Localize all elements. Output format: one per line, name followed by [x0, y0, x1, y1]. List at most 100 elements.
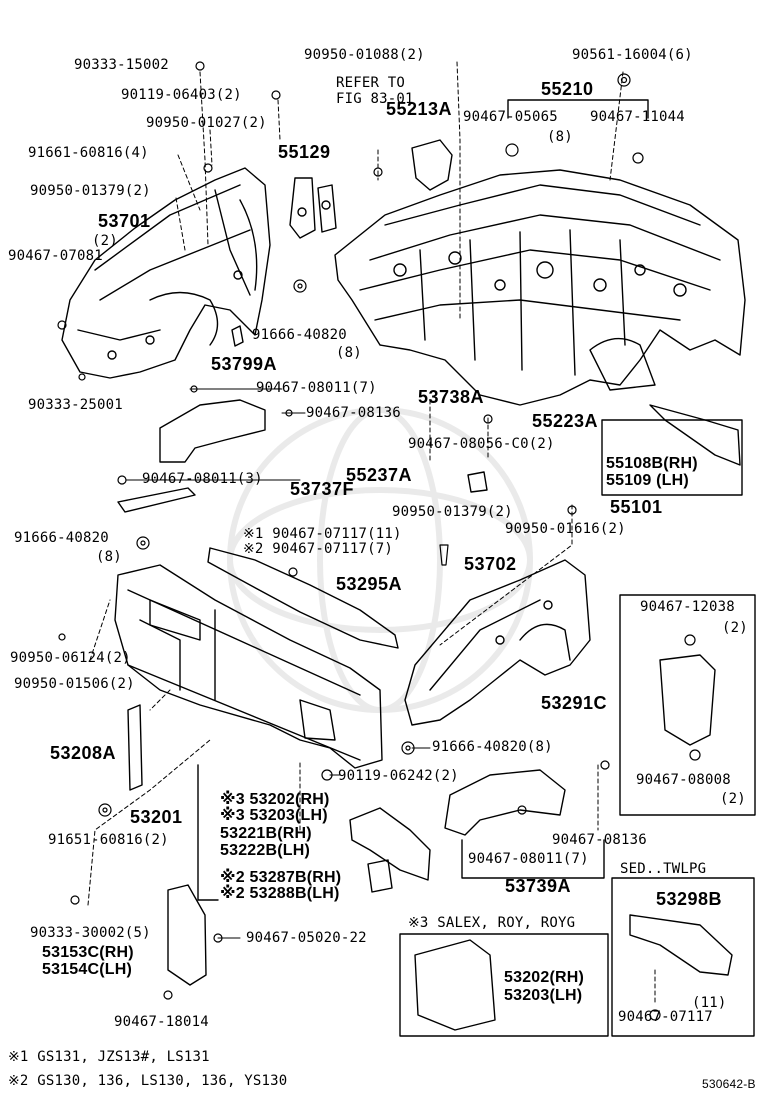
label-90467-07117-a: ※1 90467-07117(11)	[243, 526, 402, 542]
label-90467-07081: 90467-07081	[8, 248, 103, 264]
label-90467-05065: 90467-05065	[463, 109, 558, 125]
label-53738a: 53738A	[418, 387, 485, 407]
label-90467-08011-a: 90467-08011(7)	[256, 380, 377, 396]
label-53701: 53701	[98, 211, 151, 231]
label-53154c: 53154C(LH)	[42, 961, 133, 978]
footnote-2: ※2 GS130, 136, LS130, 136, YS130	[8, 1073, 288, 1089]
footnote-1: ※1 GS131, JZS13#, LS131	[8, 1049, 210, 1065]
part-55237a-bracket	[467, 471, 488, 493]
label-box-53203: 53203(LH)	[504, 987, 583, 1004]
part-53208a-brace	[127, 704, 143, 791]
group-55101-frame	[601, 419, 743, 496]
label-53702: 53702	[464, 554, 517, 574]
label-53739a: 53739A	[505, 876, 572, 896]
part-53739a-shield	[444, 769, 566, 836]
label-55101: 55101	[610, 497, 663, 517]
label-90333-30002: 90333-30002(5)	[30, 925, 151, 941]
part-55213a-cover	[411, 139, 453, 191]
label-55109: 55109 (LH)	[606, 472, 689, 489]
label-55210: 55210	[541, 79, 594, 99]
label-note3: ※3 SALEX, ROY, ROYG	[408, 915, 576, 931]
label-90950-01379-b: 90950-01379(2)	[392, 504, 513, 520]
label-55223a: 55223A	[532, 411, 599, 431]
part-53737f-strip	[117, 487, 196, 513]
group-53739a-bracket	[461, 839, 605, 879]
label-55213a: 55213A	[386, 99, 453, 119]
label-90467-05020: 90467-05020-22	[246, 930, 367, 946]
label-55108b: 55108B(RH)	[606, 455, 698, 472]
label-55129: 55129	[278, 142, 331, 162]
label-fig-83-01: FIG 83-01	[336, 91, 414, 107]
label-90467-08011-b: 90467-08011(3)	[142, 471, 263, 487]
label-90467-07117-c-qty: (11)	[692, 995, 727, 1011]
label-55237a: 55237A	[346, 465, 413, 485]
label-53221b: 53221B(RH)	[220, 825, 312, 842]
label-box-53202: 53202(RH)	[504, 969, 585, 986]
label-91666-40820-b: 91666-40820	[14, 530, 109, 546]
part-53201-radiator-support	[114, 564, 383, 769]
label-90119-06403: 90119-06403(2)	[121, 87, 242, 103]
frame-inset-salex	[399, 933, 609, 1037]
part-53738a-duct	[159, 399, 266, 463]
label-90467-08136-a: 90467-08136	[306, 405, 401, 421]
fasteners	[57, 61, 701, 1021]
part-53202-box-panel	[414, 939, 496, 1031]
label-90467-07117-b: ※2 90467-07117(7)	[243, 541, 393, 557]
label-53701-qty: (2)	[92, 233, 118, 249]
leader-lines	[87, 61, 656, 1006]
label-91666-40820-a-qty: (8)	[336, 345, 362, 361]
label-91666-40820-a: 91666-40820	[252, 327, 347, 343]
diagram-code: 530642-B	[702, 1077, 756, 1091]
label-53799a: 53799A	[211, 354, 278, 374]
label-53203-lh: ※3 53203(LH)	[220, 807, 328, 824]
label-90950-01616: 90950-01616(2)	[505, 521, 626, 537]
label-sed-twlpg: SED..TWLPG	[620, 861, 707, 877]
part-53221b-bracket	[349, 807, 431, 881]
label-90467-08008: 90467-08008	[636, 772, 731, 788]
label-53737f: 53737F	[290, 479, 355, 499]
part-55210-dash-panel	[334, 169, 746, 406]
label-90561-16004: 90561-16004(6)	[572, 47, 693, 63]
label-53298b: 53298B	[656, 889, 723, 909]
part-53291c-bracket	[659, 654, 716, 746]
label-91666-40820-b-qty: (8)	[96, 549, 122, 565]
part-53153c-panel	[167, 884, 207, 986]
part-53295a-seal	[207, 547, 399, 649]
label-90119-06242: 90119-06242(2)	[338, 768, 459, 784]
label-90333-25001: 90333-25001	[28, 397, 123, 413]
label-53291c: 53291C	[541, 693, 608, 713]
frame-inset-53291c	[619, 594, 756, 816]
label-53288b: ※2 53288B(LH)	[220, 885, 340, 902]
frame-inset-sed	[611, 877, 755, 1037]
label-53287b: ※2 53287B(RH)	[220, 869, 342, 886]
label-90467-12038-qty: (2)	[722, 620, 748, 636]
label-90333-15002: 90333-15002	[74, 57, 169, 73]
label-90467-18014: 90467-18014	[114, 1014, 209, 1030]
part-53799a-clip	[231, 325, 244, 347]
label-53153c: 53153C(RH)	[42, 944, 134, 961]
group-53221b-bracket	[197, 764, 219, 901]
label-90467-08011-c: 90467-08011(7)	[468, 851, 589, 867]
label-53295a: 53295A	[336, 574, 403, 594]
label-53201: 53201	[130, 807, 183, 827]
leader-ticks	[125, 388, 431, 939]
label-refer-to: REFER TO	[336, 75, 406, 91]
label-53202-rh: ※3 53202(RH)	[220, 791, 330, 808]
label-91651-60816: 91651-60816(2)	[48, 832, 169, 848]
label-90467-11044: 90467-11044	[590, 109, 685, 125]
label-90467-08056: 90467-08056-C0(2)	[408, 436, 555, 452]
label-90467-08008-qty: (2)	[720, 791, 746, 807]
label-90950-01379-a: 90950-01379(2)	[30, 183, 151, 199]
part-53701-apron	[61, 167, 271, 379]
part-55129-brackets	[289, 177, 337, 239]
label-53222b: 53222B(LH)	[220, 842, 311, 859]
label-91666-40820-c: 91666-40820(8)	[432, 739, 553, 755]
label-90950-01506: 90950-01506(2)	[14, 676, 135, 692]
label-90950-01088: 90950-01088(2)	[304, 47, 425, 63]
label-90950-01027: 90950-01027(2)	[146, 115, 267, 131]
label-53208a: 53208A	[50, 743, 117, 763]
label-90467-07117-c: 90467-07117	[618, 1009, 713, 1025]
label-91661-60816: 91661-60816(4)	[28, 145, 149, 161]
